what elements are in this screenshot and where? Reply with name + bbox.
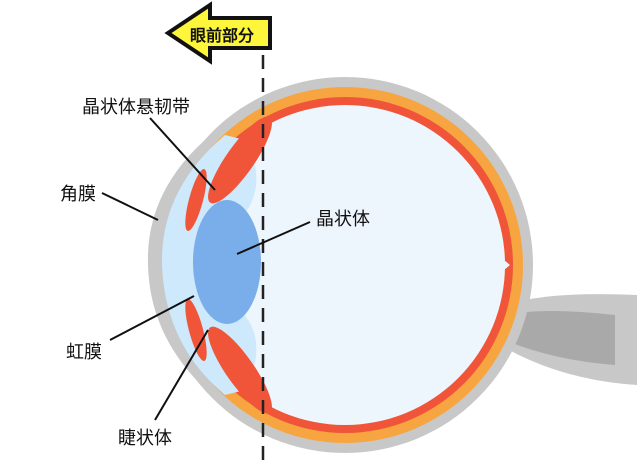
optic-disc xyxy=(498,255,510,275)
ciliary-body-top xyxy=(208,116,272,204)
anterior-segment-label: 眼前部分 xyxy=(190,26,255,45)
label-zonule: 晶状体悬韧带 xyxy=(82,97,190,118)
label-iris: 虹膜 xyxy=(66,342,102,363)
label-ciliary-body: 睫状体 xyxy=(118,428,172,449)
arrow-left-icon xyxy=(164,1,272,65)
label-lens: 晶状体 xyxy=(316,209,370,230)
lens xyxy=(193,200,261,324)
leader-lines xyxy=(101,117,311,421)
iris-bottom xyxy=(185,299,207,361)
ciliary-body-bottom xyxy=(208,326,272,414)
vitreous xyxy=(185,105,505,425)
iris-top xyxy=(185,169,207,231)
label-cornea: 角膜 xyxy=(60,184,96,205)
